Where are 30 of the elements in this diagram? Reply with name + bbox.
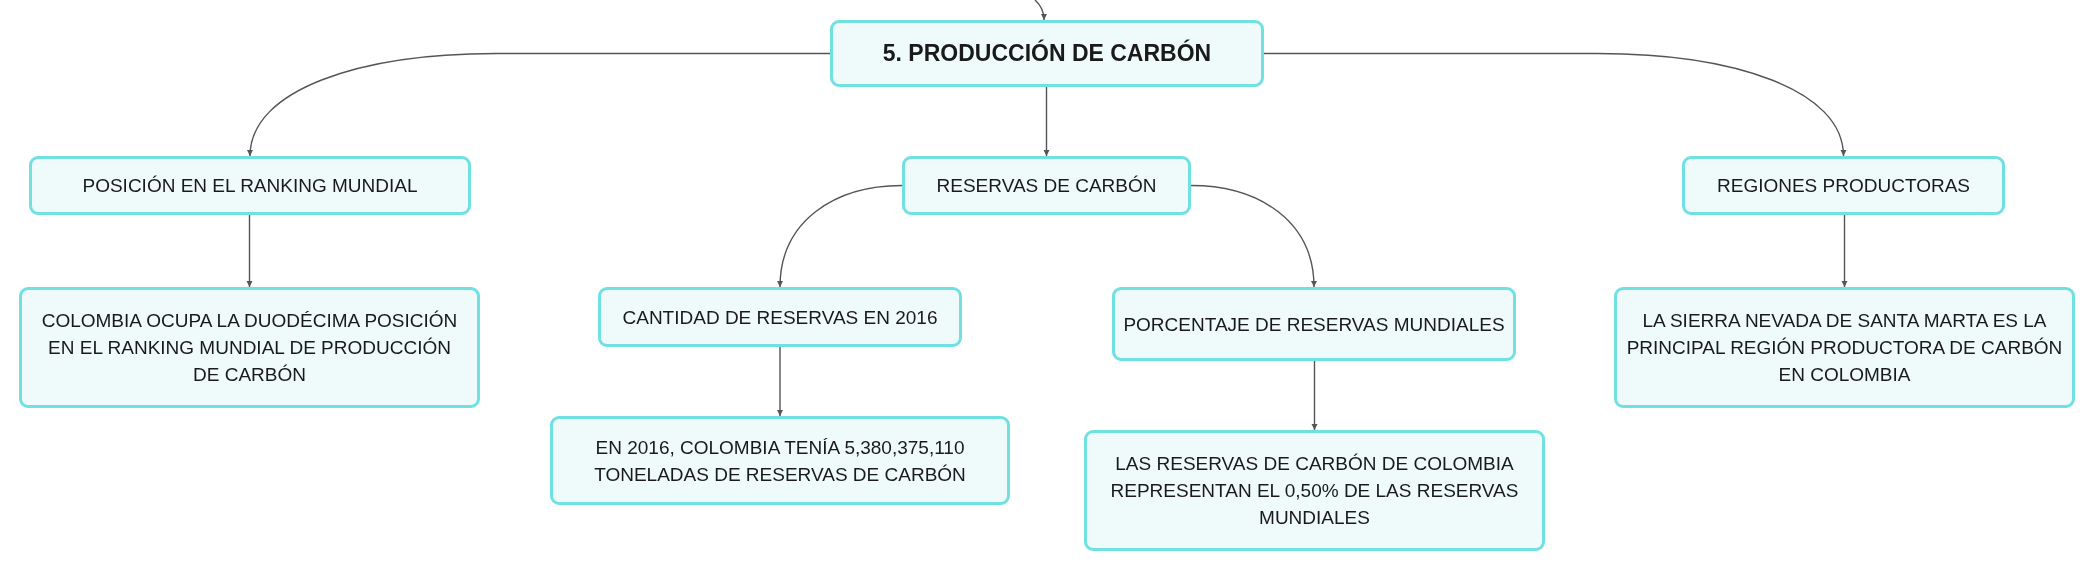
topic-text: REGIONES PRODUCTORAS <box>1717 174 1970 198</box>
connector-arrow <box>1190 184 1317 288</box>
topic-box <box>1614 287 2075 408</box>
topic-text: CANTIDAD DE RESERVAS EN 2016 <box>622 305 938 330</box>
topic-text: RESERVAS DE CARBÓN <box>936 174 1157 198</box>
topic-box <box>598 287 962 347</box>
topic-box <box>1112 287 1516 361</box>
connector-arrow <box>777 184 903 288</box>
connector-arrow <box>247 52 831 157</box>
topic-text: PORCENTAJE DE RESERVAS MUNDIALES <box>1123 312 1505 337</box>
topic-text: LA SIERRA NEVADA DE SANTA MARTA ES LA PRINCIPAL REGIÓN PRODUCTORA DE CARBÓN EN COLOMBIA <box>1625 309 2064 387</box>
topic-box <box>902 156 1191 215</box>
central-topic-box <box>830 20 1264 87</box>
topic-box <box>550 416 1010 505</box>
connector-arrow <box>1311 360 1318 431</box>
topic-text: 5. PRODUCCIÓN DE CARBÓN <box>882 40 1212 67</box>
connector-arrow <box>1263 52 1846 157</box>
topic-box <box>29 156 471 215</box>
topic-text: POSICIÓN EN EL RANKING MUNDIAL <box>82 174 418 198</box>
topic-box <box>1682 156 2005 215</box>
connector-arrow <box>777 346 783 417</box>
connector-arrow <box>1034 0 1047 21</box>
topic-text: LAS RESERVAS DE CARBÓN DE COLOMBIA REPRESENTAN EL 0,50% DE LAS RESERVAS MUNDIALES <box>1109 452 1520 530</box>
topic-text: EN 2016, COLOMBIA TENÍA 5,380,375,110 TONELADAS DE RESERVAS DE CARBÓN <box>593 435 967 487</box>
connector-arrow <box>1043 86 1050 157</box>
topic-box <box>19 287 480 408</box>
connector-arrow <box>1841 214 1848 288</box>
connector-arrow <box>246 214 253 288</box>
topic-text: COLOMBIA OCUPA LA DUODÉCIMA POSICIÓN EN EL RANKING MUNDIAL DE PRODUCCIÓN DE CARBÓN <box>40 309 459 387</box>
topic-box <box>1084 430 1545 551</box>
